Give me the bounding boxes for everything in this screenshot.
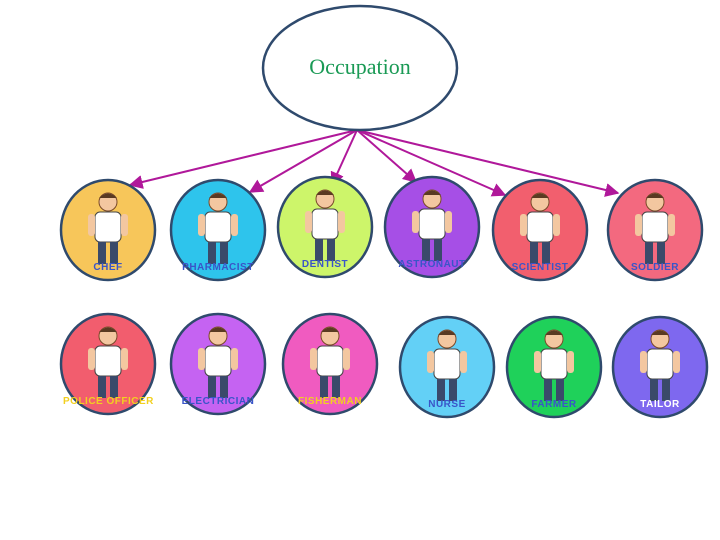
occupation-node-soldier: [606, 178, 704, 282]
arrow-to-soldier: [356, 129, 620, 197]
occupation-label-astronaut: ASTRONAUT: [398, 259, 466, 270]
occupation-node-tailor: [611, 315, 709, 419]
occupation-label-scientist: SCIENTIST: [511, 262, 569, 273]
root-node: [261, 4, 459, 132]
occupation-node-dentist: [276, 175, 374, 279]
occupation-label-nurse: NURSE: [428, 399, 466, 410]
occupation-node-astronaut: [383, 175, 481, 279]
police-officer-figure-icon: [88, 326, 128, 398]
arrow-to-dentist: [330, 129, 358, 187]
arrow-to-scientist: [356, 129, 507, 197]
electrician-figure-icon: [198, 326, 238, 398]
occupation-node-chef: [59, 178, 157, 282]
occupation-label-police-officer: POLICE OFFICER: [63, 396, 153, 407]
chef-figure-icon: [88, 192, 128, 264]
occupation-node-nurse: [398, 315, 496, 419]
occupation-label-farmer: FARMER: [531, 399, 577, 410]
occupation-label-tailor: TAILOR: [640, 399, 680, 410]
occupation-nodes: [59, 175, 709, 419]
occupation-node-police-officer: [59, 312, 157, 416]
occupation-label-fisherman: FISHERMAN: [298, 396, 362, 407]
occupation-label-soldier: SOLDIER: [631, 262, 679, 273]
root-node-label: Occupation: [309, 54, 411, 79]
pharmacist-figure-icon: [198, 192, 238, 264]
dentist-figure-icon: [305, 189, 345, 261]
nurse-figure-icon: [427, 329, 467, 401]
arrow-to-astronaut: [356, 129, 418, 183]
occupation-node-pharmacist: [169, 178, 267, 282]
occupation-node-fisherman: [281, 312, 379, 416]
arrow-to-pharmacist: [248, 129, 358, 193]
occupation-label-chef: CHEF: [93, 262, 123, 273]
soldier-figure-icon: [635, 192, 675, 264]
occupation-label-electrician: ELECTRICIAN: [181, 396, 255, 407]
astronaut-figure-icon: [412, 189, 452, 261]
tailor-figure-icon: [640, 329, 680, 401]
occupation-node-farmer: [505, 315, 603, 419]
arrow-to-chef: [128, 129, 358, 189]
occupation-node-electrician: [169, 312, 267, 416]
connector-arrows: [128, 129, 620, 197]
fisherman-figure-icon: [310, 326, 350, 398]
occupation-node-scientist: [491, 178, 589, 282]
scientist-figure-icon: [520, 192, 560, 264]
occupation-label-dentist: DENTIST: [301, 259, 349, 270]
occupation-label-pharmacist: PHARMACIST: [182, 262, 254, 273]
farmer-figure-icon: [534, 329, 574, 401]
